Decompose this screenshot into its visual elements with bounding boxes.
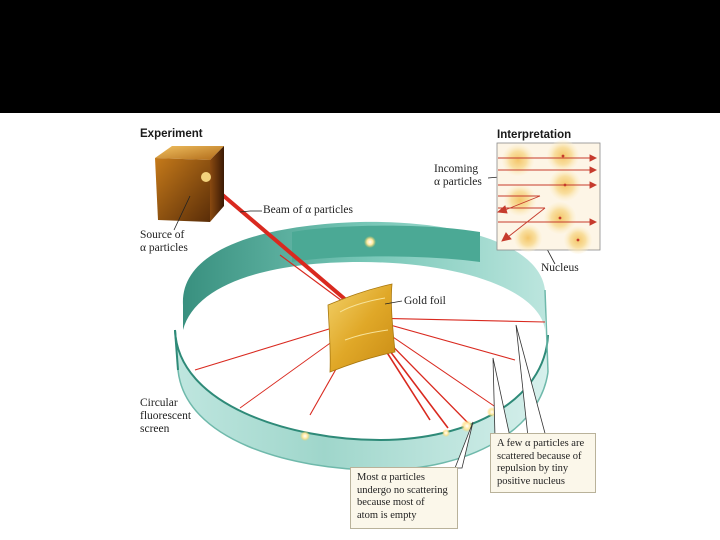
incoming-label-line1: Incoming bbox=[434, 163, 479, 175]
no-scattering-note: Most α particles undergo no scattering b… bbox=[350, 467, 458, 529]
beam-label: Beam of α particles bbox=[263, 204, 354, 216]
source-label-line1: Source of bbox=[140, 229, 185, 241]
incoming-label: Incoming α particles bbox=[434, 163, 482, 189]
scattering-line4: positive nucleus bbox=[497, 475, 565, 487]
screen-label: Circular fluorescent screen bbox=[140, 397, 191, 436]
header-bar bbox=[0, 0, 720, 113]
screen-back bbox=[182, 221, 545, 330]
gold-foil-label: Gold foil bbox=[404, 295, 446, 307]
gold-foil bbox=[327, 283, 396, 373]
screen-label-line3: screen bbox=[140, 423, 170, 435]
no-scattering-line3: because most of bbox=[357, 497, 425, 508]
nucleus-label: Nucleus bbox=[541, 262, 579, 274]
no-scattering-line2: undergo no scattering bbox=[357, 484, 448, 496]
scattering-note: A few α particles are scattered because … bbox=[490, 433, 596, 493]
scattering-line1: A few α particles are bbox=[497, 438, 585, 449]
no-scattering-line1: Most α particles bbox=[357, 472, 425, 483]
interpretation-inset bbox=[496, 140, 601, 254]
scattering-line3: repulsion by tiny bbox=[497, 463, 569, 474]
source-label-line2: α particles bbox=[140, 242, 188, 254]
incoming-label-line2: α particles bbox=[434, 176, 482, 188]
experiment-heading: Experiment bbox=[140, 128, 203, 140]
alpha-source-cube bbox=[155, 146, 224, 222]
screen-label-line1: Circular bbox=[140, 397, 178, 409]
callout-pointers bbox=[454, 324, 547, 469]
interpretation-heading: Interpretation bbox=[497, 129, 572, 141]
source-label: Source of α particles bbox=[140, 229, 188, 255]
no-scattering-line4: atom is empty bbox=[357, 509, 417, 521]
screen-label-line2: fluorescent bbox=[140, 410, 192, 422]
alpha-beam bbox=[203, 178, 362, 314]
scattering-line2: scattered because of bbox=[497, 450, 582, 462]
